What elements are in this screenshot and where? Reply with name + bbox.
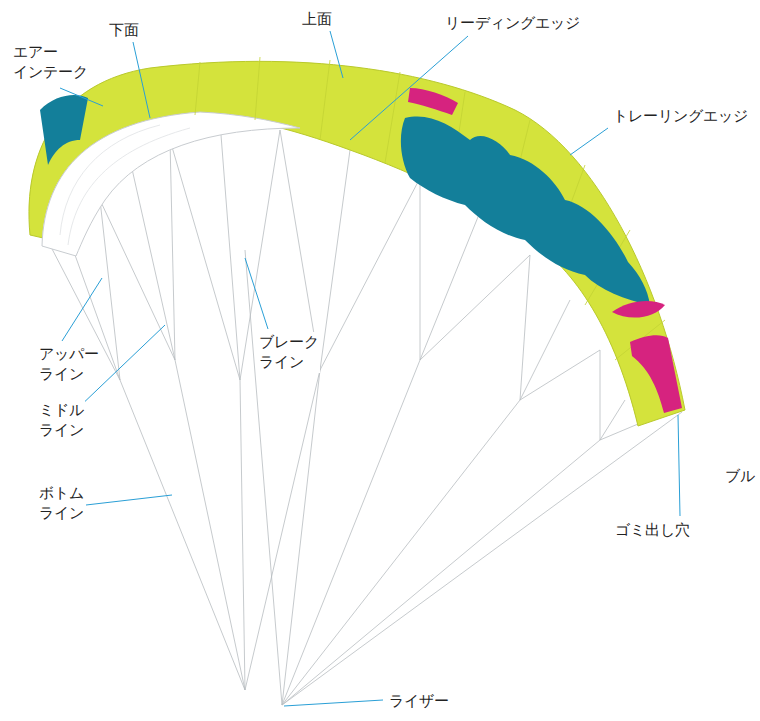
canopy-pattern xyxy=(40,95,88,165)
leader-line xyxy=(678,415,680,516)
part-label: ライザー xyxy=(388,691,450,711)
brake-line xyxy=(282,412,682,705)
part-label: ミドル ライン xyxy=(38,400,85,441)
part-label: 上面 xyxy=(301,9,333,29)
canopy-upper-surface xyxy=(29,61,685,426)
canopy-pattern xyxy=(630,335,682,413)
seam xyxy=(385,72,400,163)
part-label: アッパー ライン xyxy=(38,344,100,385)
leader-line xyxy=(330,31,343,78)
upper-line xyxy=(600,424,638,440)
part-label: ゴミ出し穴 xyxy=(614,520,691,540)
seam xyxy=(320,60,330,140)
upper-line xyxy=(600,400,625,440)
rib xyxy=(60,125,160,235)
leader-line xyxy=(570,128,608,155)
upper-line xyxy=(320,178,420,370)
leader-line xyxy=(133,42,150,118)
part-label: リーディングエッジ xyxy=(444,13,581,33)
seam xyxy=(255,57,260,120)
upper-line xyxy=(520,255,530,400)
upper-line xyxy=(220,122,240,380)
upper-line xyxy=(170,140,240,380)
bottom-line xyxy=(282,400,520,705)
upper-line xyxy=(170,140,175,360)
part-label: ボトム ライン xyxy=(38,483,85,524)
upper-line xyxy=(520,350,600,400)
part-label: 下面 xyxy=(108,20,140,40)
part-label: エアー インテーク xyxy=(12,42,89,83)
rib xyxy=(68,128,190,245)
part-label: ブル xyxy=(724,466,756,486)
leader-lines xyxy=(60,31,680,706)
upper-line xyxy=(100,200,175,360)
lower-surface-ribs xyxy=(60,125,190,245)
brake-line xyxy=(245,250,282,705)
upper-line xyxy=(420,178,421,360)
bottom-line xyxy=(240,380,245,690)
leader-line xyxy=(245,258,268,329)
bottom-line xyxy=(282,440,600,705)
part-label: ブレーク ライン xyxy=(258,332,320,373)
upper-line xyxy=(420,212,480,360)
upper-line xyxy=(600,350,601,440)
seam xyxy=(195,62,200,115)
upper-line xyxy=(420,255,530,360)
leader-line xyxy=(60,88,103,106)
canopy-pattern xyxy=(401,117,650,305)
upper-line xyxy=(320,150,350,370)
leader-line xyxy=(62,278,102,341)
upper-line xyxy=(130,160,175,360)
canopy-pattern xyxy=(612,301,665,318)
bottom-line xyxy=(282,370,320,705)
upper-line xyxy=(520,300,570,400)
leader-line xyxy=(350,36,468,140)
leader-line xyxy=(86,495,172,505)
bottom-line xyxy=(245,370,320,690)
cell-seams xyxy=(195,57,665,360)
leader-line xyxy=(284,700,383,706)
bottom-line xyxy=(175,360,245,690)
canopy-pattern xyxy=(408,88,458,115)
bottom-line xyxy=(120,380,245,690)
upper-line xyxy=(100,200,120,380)
bottom-line xyxy=(282,360,420,705)
part-label: トレーリングエッジ xyxy=(612,106,749,126)
